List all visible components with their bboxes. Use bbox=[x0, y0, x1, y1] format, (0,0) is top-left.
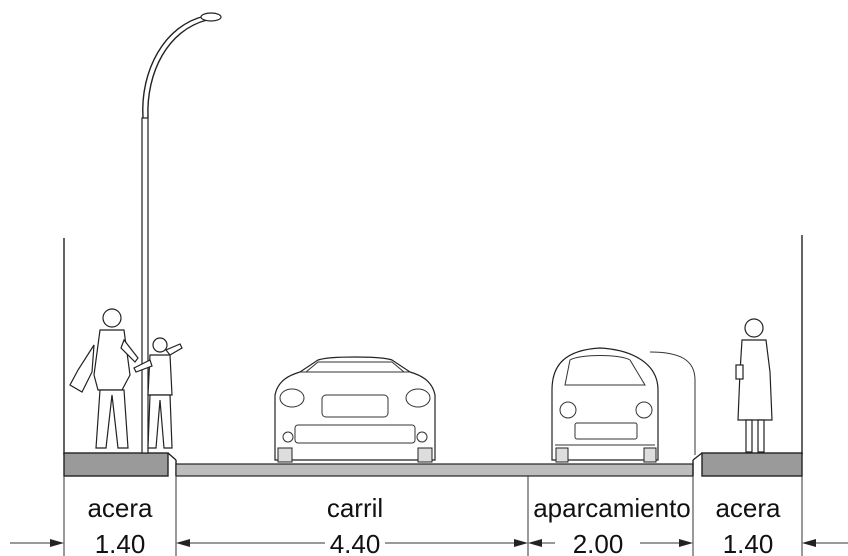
pedestrian-woman bbox=[735, 318, 773, 453]
parked-car-front-view bbox=[551, 347, 696, 463]
label-lane-width: 4.40 bbox=[330, 529, 381, 556]
roadway bbox=[175, 463, 694, 477]
right-sidewalk bbox=[692, 452, 803, 477]
left-sidewalk bbox=[63, 452, 177, 477]
pedestrian-adult-with-bag bbox=[69, 308, 139, 449]
label-right-sidewalk-width: 1.40 bbox=[723, 529, 774, 556]
pedestrian-child bbox=[133, 337, 183, 449]
street-lamp bbox=[141, 12, 222, 454]
label-left-sidewalk: acera bbox=[87, 493, 153, 523]
label-parking: aparcamiento bbox=[533, 493, 691, 523]
car-front-view bbox=[274, 356, 436, 463]
label-right-sidewalk: acera bbox=[715, 493, 781, 523]
label-lane: carril bbox=[327, 493, 383, 523]
label-left-sidewalk-width: 1.40 bbox=[95, 529, 146, 556]
dimension-line bbox=[10, 476, 848, 556]
label-parking-width: 2.00 bbox=[573, 529, 624, 556]
